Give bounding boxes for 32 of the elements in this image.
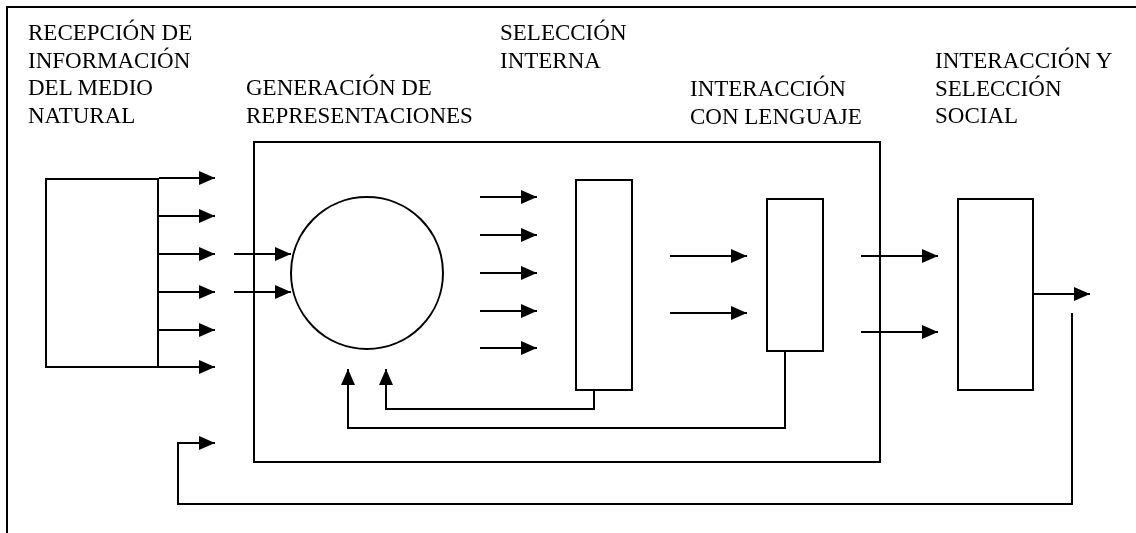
bar-box: [575, 179, 633, 391]
arrow: [1033, 287, 1091, 301]
arrow: [479, 190, 538, 204]
arrow: [341, 351, 786, 429]
arrow: [158, 323, 216, 337]
arrow: [379, 368, 595, 410]
arrow: [177, 312, 1073, 505]
arrow: [479, 304, 538, 318]
arrow: [669, 306, 748, 320]
arrow: [479, 228, 538, 242]
bar-box: [766, 198, 824, 352]
arrow: [860, 325, 939, 339]
arrow: [233, 285, 292, 299]
arrow: [479, 266, 538, 280]
column-heading: SELECCIÓN INTERNA: [500, 19, 628, 74]
process-box: [45, 178, 159, 368]
column-heading: INTERACCIÓN CON LENGUAJE: [690, 75, 863, 130]
arrow: [158, 209, 216, 223]
arrow: [158, 171, 216, 185]
bar-box: [957, 198, 1034, 391]
arrow: [669, 249, 748, 263]
arrow: [158, 285, 216, 299]
arrow: [158, 247, 216, 261]
arrow: [860, 249, 939, 263]
arrow: [233, 247, 292, 261]
circle-node: [290, 196, 444, 350]
column-heading: INTERACCIÓN Y SELECCIÓN SOCIAL: [935, 47, 1113, 130]
column-heading: RECEPCIÓN DE INFORMACIÓN DEL MEDIO NATURAL: [28, 19, 194, 129]
column-heading: GENERACIÓN DE REPRESENTACIONES: [246, 74, 474, 129]
arrow: [479, 341, 538, 355]
process-box: [253, 141, 881, 463]
arrow: [158, 360, 216, 374]
